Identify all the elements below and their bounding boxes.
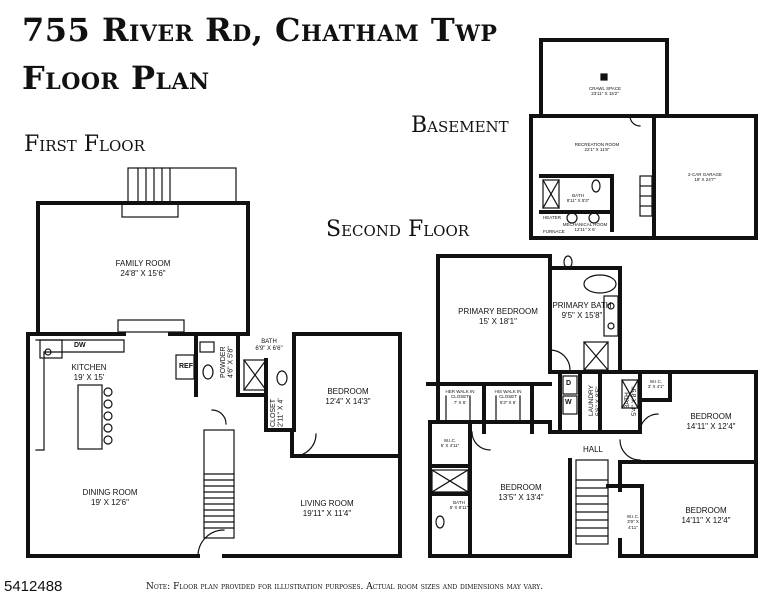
- dishwasher-label: DW: [74, 342, 86, 349]
- basement-walls: [529, 38, 758, 240]
- wic-right-label: W.I.C. 3' x 4'1": [647, 379, 665, 390]
- living-room-label: Living Room 19'11" x 11'4": [300, 499, 354, 518]
- dining-room-label: Dining Room 19' x 12'6": [82, 488, 138, 507]
- bedroom-east-label: Bedroom 14'11" x 12'4": [686, 412, 736, 431]
- address-title: 755 River Rd, Chatham Twp: [22, 11, 498, 49]
- basement-fixtures: [542, 73, 653, 224]
- her-closet-label: Her Walk in Closet 7' x 6': [445, 389, 475, 405]
- powder-label: Powder4'6" x 5'8": [220, 346, 235, 378]
- dryer-label: D: [566, 380, 572, 387]
- washer-label: W: [565, 399, 572, 406]
- primary-bath-label: Primary Bath 9'5" x 15'8": [552, 301, 612, 320]
- first-floor-bedroom-label: Bedroom 12'4" x 14'3": [325, 387, 371, 406]
- kitchen-label: Kitchen 19' x 15': [71, 363, 107, 382]
- wic-se-label: W.I.C. 3'9" x 4'11": [626, 514, 640, 530]
- floor-plan-title: Floor Plan: [22, 59, 210, 97]
- recreation-room-label: Recreation Room 22'1" x 11'8": [574, 142, 620, 153]
- second-floor-fixtures: [431, 255, 659, 545]
- basement-bath-label: Bath 8'11" x 5'3": [566, 193, 590, 204]
- mechanical-room-label: Mechanical Room 12'11" x 6': [562, 222, 608, 233]
- second-floor-walls: [426, 254, 758, 558]
- boiler-label: Boiler: [568, 210, 585, 215]
- hall-bath-label: Bath5'4" x 8'5": [624, 386, 639, 416]
- first-floor-label: First Floor: [24, 132, 145, 157]
- his-closet-label: His Walk in Closet 5'3" x 6': [494, 389, 522, 405]
- second-floor-label: Second Floor: [326, 217, 470, 242]
- hall-label: Hall: [582, 445, 603, 454]
- first-floor-walls: [26, 332, 402, 558]
- disclaimer-note: Note: Floor plan provided for illustrati…: [146, 582, 544, 592]
- water-heater-label: Water Heater: [543, 210, 561, 221]
- first-floor-bath-label: Bath 6'9" x 6'6": [255, 339, 283, 353]
- wic-left-label: W.I.C. 5' x 4'11": [440, 438, 460, 449]
- family-room-fireplace: [117, 202, 185, 333]
- first-floor-closet-label: Closet2'11" x 4': [270, 398, 285, 428]
- bedroom-se-label: Bedroom 14'11" x 12'4": [681, 506, 731, 525]
- refrigerator-label: REF: [179, 363, 193, 370]
- basement-label: Basement: [411, 113, 509, 138]
- first-floor-fixtures: [35, 339, 317, 557]
- rear-deck: [127, 167, 237, 203]
- primary-bedroom-label: Primary Bedroom 15' x 18'1": [458, 307, 538, 326]
- laundry-label: Laundry5'6" x 8'5": [588, 385, 603, 417]
- bedroom-middle-label: Bedroom 13'5" x 13'4": [498, 483, 544, 502]
- crawl-space-label: Crawl Space 23'11" x 15'2": [588, 86, 622, 97]
- second-floor-bath-label: Bath 5' x 8'11": [449, 500, 469, 511]
- family-room-label: Family Room 24'8" x 15'6": [115, 259, 171, 278]
- mls-number: 5412488: [4, 578, 63, 595]
- furnace-label: Furnace: [543, 229, 565, 234]
- sump-label: Sump: [590, 210, 604, 215]
- garage-label: 2-Car Garage 18' x 24'7": [687, 172, 722, 183]
